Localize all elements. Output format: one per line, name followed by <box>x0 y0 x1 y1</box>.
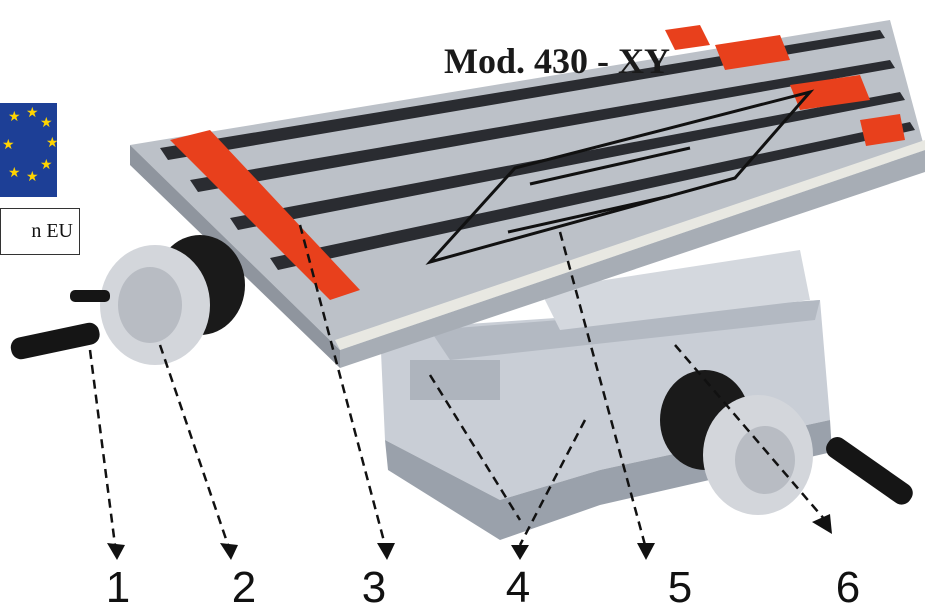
callout-line-2 <box>158 344 230 546</box>
badge-text: n EU <box>31 220 73 242</box>
callout-arrows <box>88 224 826 546</box>
right-handwheel <box>660 370 913 515</box>
table-outline-drawing <box>425 89 815 265</box>
callout-number-2: 2 <box>231 563 257 612</box>
callout-line-4b <box>518 419 587 546</box>
callout-number-4: 4 <box>505 563 531 612</box>
callout-number-3: 3 <box>361 563 387 612</box>
callout-line-1 <box>88 349 117 546</box>
svg-text:★: ★ <box>8 109 21 125</box>
svg-text:★: ★ <box>26 169 39 185</box>
callout-line-5 <box>558 231 647 546</box>
callout-number-1: 1 <box>105 563 131 612</box>
svg-text:★: ★ <box>8 165 21 181</box>
callout-arrowheads <box>107 514 832 560</box>
callout-number-6: 6 <box>835 563 861 612</box>
svg-text:★: ★ <box>46 135 57 151</box>
eu-flag-icon: ★★★ ★★★ ★★ <box>0 103 57 197</box>
callout-line-6 <box>674 344 826 521</box>
t-slots <box>160 30 915 270</box>
red-slot-inserts <box>170 25 905 300</box>
svg-text:★: ★ <box>40 115 53 131</box>
callout-number-5: 5 <box>667 563 693 612</box>
svg-text:★: ★ <box>40 157 53 173</box>
callout-line-4a <box>428 374 522 521</box>
made-in-eu-badge: n EU <box>0 208 80 255</box>
svg-text:★: ★ <box>26 105 39 121</box>
callout-line-3 <box>298 224 387 546</box>
svg-text:★: ★ <box>2 137 15 153</box>
page-title: Mod. 430 - XY <box>444 41 670 81</box>
left-handwheel <box>10 235 245 365</box>
